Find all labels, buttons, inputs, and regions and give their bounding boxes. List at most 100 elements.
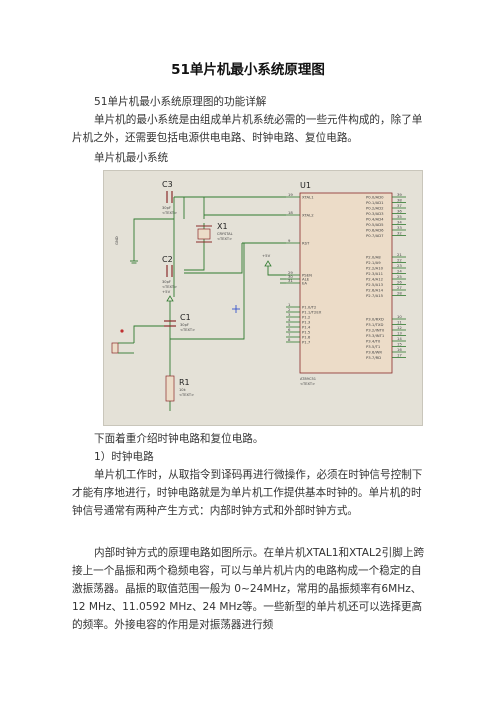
chip-pin-name: P0.6/AD6 (366, 227, 384, 232)
chip-pin-number: 30 (288, 274, 293, 279)
chip-pin-name: P0.0/AD0 (366, 194, 384, 199)
chip-pin-number: 2 (288, 307, 291, 312)
chip-pin-number: 31 (288, 278, 293, 283)
chip-pin-name: P3.5/T1 (366, 344, 381, 349)
wires (133, 196, 286, 411)
chip-pin-name: P0.4/AD4 (366, 216, 384, 221)
chip-pin-name: P1.3 (302, 319, 311, 324)
chip-pin-name: P1.0/T2 (302, 304, 317, 309)
resistor-r1: R1 10k <TEXT> (165, 375, 194, 402)
chip-pin-name: P2.6/A14 (366, 287, 384, 292)
chip-pin-name: P0.2/AD2 (366, 205, 384, 210)
chip-pin-name: P2.4/A12 (366, 276, 384, 281)
chip-pin-name: P3.7/RD (366, 355, 381, 360)
page-title: 51单片机最小系统原理图 (171, 62, 325, 78)
intro-paragraph: 单片机的最小系统是由组成单片机系统必需的一些元件构成的，除了单片机之外，还需要包… (72, 114, 423, 144)
chip-pin-number: 27 (397, 285, 402, 290)
c3-value: 30pF (162, 206, 171, 210)
r1-ref: R1 (179, 378, 190, 387)
figure-caption: 单片机最小系统 (94, 152, 169, 164)
chip-ref-label: U1 (300, 181, 311, 190)
chip-body (299, 192, 393, 374)
vcc-symbol-chip: +5V (262, 253, 272, 267)
chip-pin-number: 8 (288, 337, 291, 342)
chip-pin-number: 3 (288, 312, 291, 317)
chip-pin-number: 28 (397, 291, 402, 296)
chip-pin-number: 33 (397, 225, 402, 230)
after-figure-text: 下面着重介绍时钟电路和复位电路。 (94, 433, 264, 445)
chip-pin-number: 17 (397, 353, 402, 358)
chip-pin-name: P3.4/T0 (366, 338, 381, 343)
paragraph-1: 单片机工作时，从取指令到译码再进行微操作，必须在时钟信号控制下才能有序地进行，时… (72, 469, 423, 517)
intro-heading: 51单片机最小系统原理图的功能详解 (94, 96, 267, 108)
chip-pin-name: P1.1/T2EX (302, 309, 322, 314)
chip-pin-name: EA (302, 280, 307, 285)
crystal-x1: X1 CRYSTAL <TEXT> (196, 222, 233, 243)
chip-pin-number: 25 (397, 274, 402, 279)
gnd-label: GND (114, 236, 119, 245)
chip-pin-name: P2.5/A13 (366, 282, 384, 287)
chip-pin-name: P3.6/WR (366, 349, 382, 354)
chip-pin-number: 12 (397, 325, 402, 330)
chip-pin-name: P1.2 (302, 314, 311, 319)
chip-pin-name: P1.7 (302, 339, 311, 344)
chip-pin-number: 35 (397, 214, 402, 219)
chip-pin-name: P2.1/A9 (366, 260, 381, 265)
chip-pin-number: 29 (288, 270, 293, 275)
chip-part-label: AT89C51 (300, 377, 316, 381)
chip-pin-name: P0.5/AD5 (366, 222, 384, 227)
chip-pin-name: P2.0/A8 (366, 254, 381, 259)
chip-pin-number: 36 (397, 209, 402, 214)
capacitor-c3: C3 30pF <TEXT> (162, 180, 177, 215)
vcc-label-reset: +5V (162, 289, 171, 294)
cursor-marker-icon (232, 305, 240, 313)
x1-text: <TEXT> (217, 237, 232, 241)
r1-text: <TEXT> (179, 393, 194, 397)
chip-pin-name: P2.3/A11 (366, 271, 384, 276)
chip-pin-number: 24 (397, 269, 402, 274)
chip-pin-name: P3.0/RXD (366, 316, 384, 321)
chip-pin-name: RST (302, 240, 310, 245)
c3-text: <TEXT> (162, 211, 177, 215)
x1-part: CRYSTAL (217, 232, 233, 236)
chip-pin-number: 6 (288, 327, 291, 332)
chip-pin-number: 15 (397, 342, 402, 347)
chip-text-label: <TEXT> (300, 382, 315, 386)
chip-pin-name: P1.5 (302, 329, 311, 334)
chip-pin-name: XTAL1 (302, 194, 314, 199)
chip-pin-name: P3.2/INT0 (366, 327, 385, 332)
chip-pin-number: 23 (397, 263, 402, 268)
chip-pin-number: 16 (397, 347, 402, 352)
chip-pin-name: XTAL2 (302, 212, 314, 217)
vcc-symbol-reset: +5V (162, 289, 174, 302)
chip-pin-number: 10 (397, 314, 402, 319)
chip-pin-number: 34 (397, 220, 402, 225)
chip-pin-name: P0.7/AD7 (366, 233, 384, 238)
chip-pin-number: 14 (397, 336, 402, 341)
chip-pin-number: 22 (397, 258, 402, 263)
chip-pin-number: 38 (397, 198, 402, 203)
chip-pin-name: P2.7/A15 (366, 293, 384, 298)
capacitor-c2: C2 30pF <TEXT> (162, 255, 177, 289)
chip-pin-number: 5 (288, 322, 291, 327)
c1-value: 30pF (180, 323, 189, 327)
vcc-label-chip: +5V (262, 253, 271, 258)
reset-button-symbol (111, 329, 134, 354)
x1-ref: X1 (217, 222, 228, 231)
chip-pin-number: 18 (288, 210, 293, 215)
chip-pin-name: ALE (302, 276, 310, 281)
chip-pin-number: 21 (397, 252, 402, 257)
chip-pin-name: P1.6 (302, 334, 311, 339)
c2-value: 30pF (162, 280, 171, 284)
capacitor-c1: C1 30pF <TEXT> (164, 313, 195, 332)
c1-text: <TEXT> (180, 328, 195, 332)
r1-value: 10k (179, 388, 187, 392)
chip-pin-number: 37 (397, 203, 402, 208)
chip-pin-number: 7 (288, 332, 291, 337)
chip-pin-name: P0.3/AD3 (366, 211, 384, 216)
c3-ref: C3 (162, 180, 173, 189)
chip-pin-number: 1 (288, 302, 291, 307)
